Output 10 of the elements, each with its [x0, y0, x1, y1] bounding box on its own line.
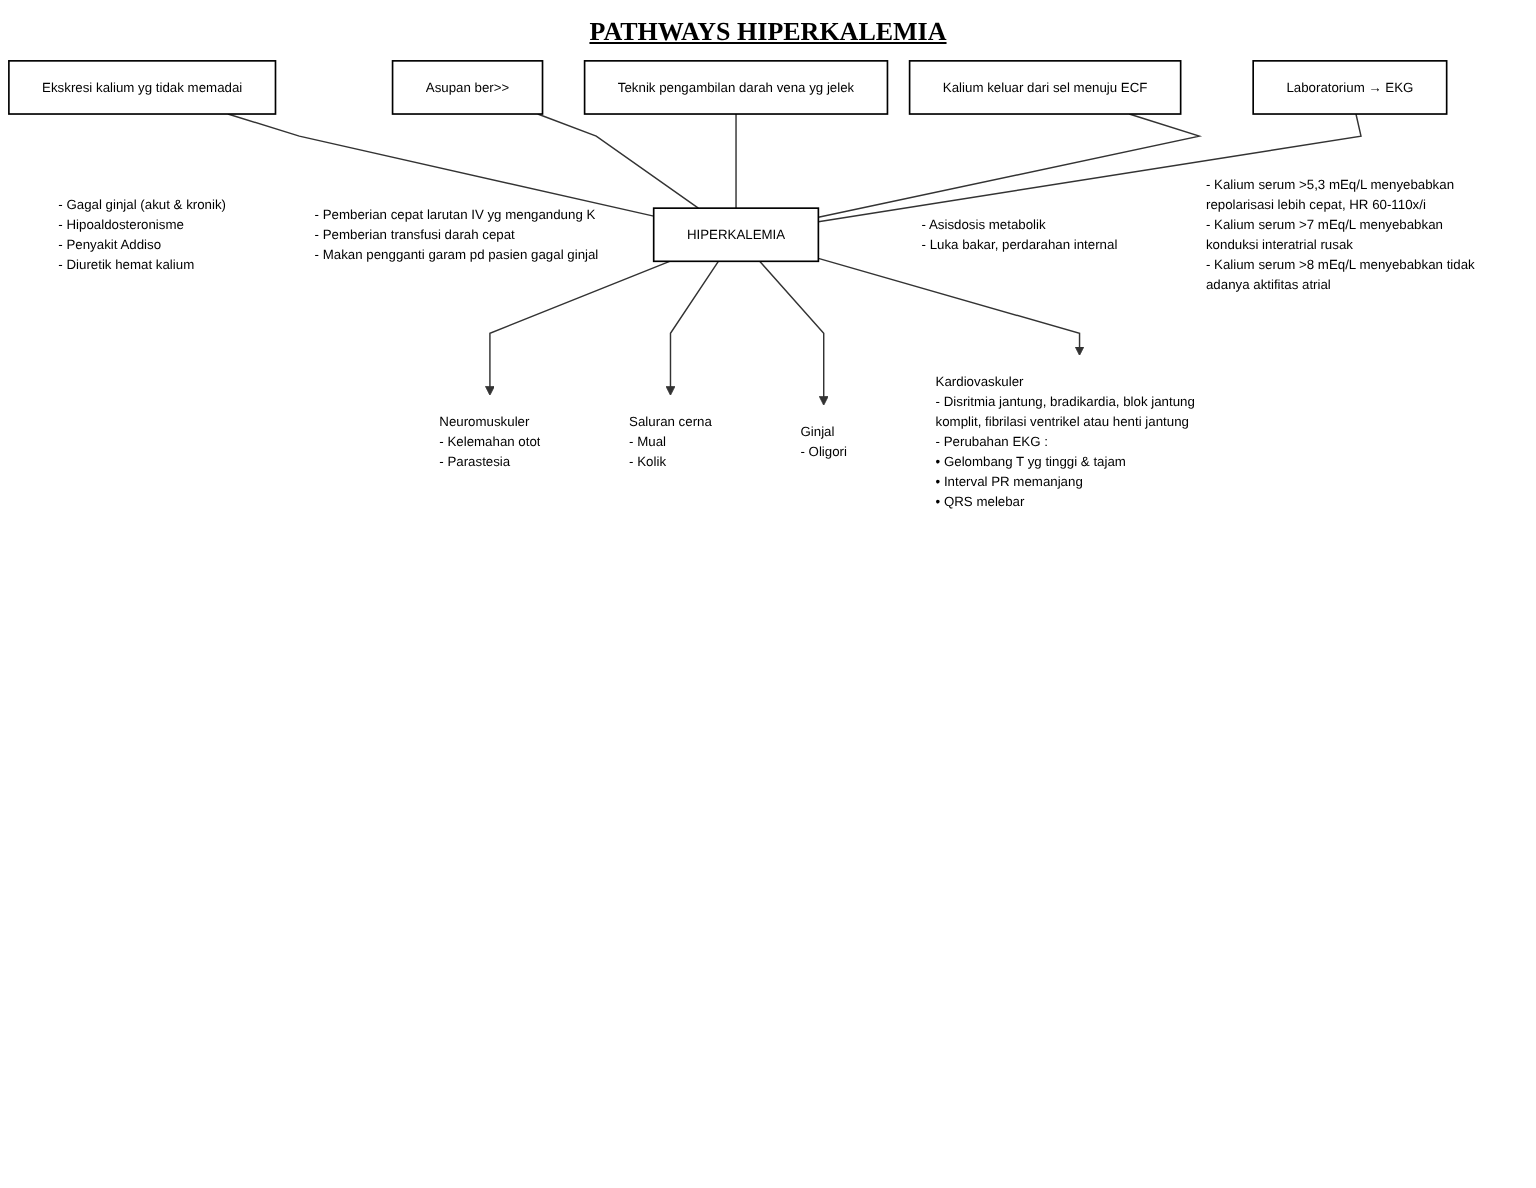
- arrow: [758, 260, 829, 406]
- connector: [817, 113, 1362, 223]
- connector: [537, 113, 700, 209]
- diagram-title: PATHWAYS HIPERKALEMIA: [587, 16, 949, 48]
- arrow: [665, 260, 720, 396]
- connector: [227, 113, 655, 217]
- arrow: [485, 260, 671, 396]
- connector: [817, 113, 1203, 218]
- connector: [735, 113, 737, 209]
- arrow: [817, 257, 1085, 356]
